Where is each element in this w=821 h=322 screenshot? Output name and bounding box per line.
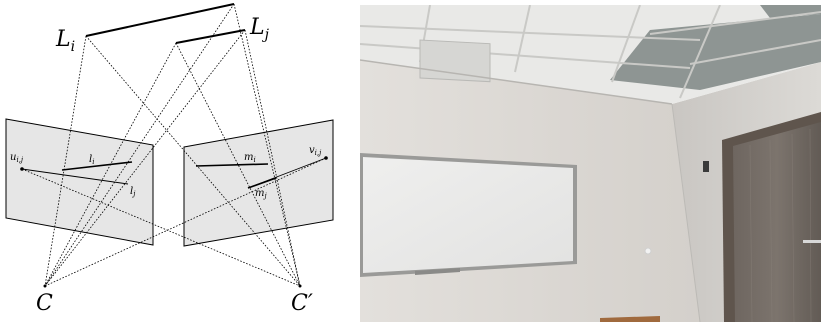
marker-tray [415,268,460,275]
ceiling-grid [360,5,821,99]
room-photo [360,5,821,322]
segment-m-j-short [247,177,277,189]
segment-m-i [195,163,269,167]
label-C: C [36,291,53,316]
label-u-ij: ui,j [10,152,24,164]
desk-edge [600,316,660,322]
label-L-j: Lj [249,15,270,43]
right-image-plane [183,119,334,247]
wall-corner [671,103,701,322]
left-image-plane [5,118,154,246]
label-l-i: li [89,154,94,166]
line-L-j [175,29,246,44]
whiteboard [363,157,573,273]
wall-dot [644,247,652,255]
camera-center-C-prime [298,284,302,288]
label-v-ij: vi,j [309,145,322,157]
point-v-ij [324,156,328,160]
label-L-i: Li [55,27,75,55]
segment-l-j [21,168,129,185]
wall-sensor [703,161,709,172]
label-m-j: mj [255,188,267,200]
line-L-i [85,3,235,37]
label-m-i: mi [244,152,256,164]
door [733,122,821,322]
door-grain [749,128,812,322]
ceiling-light [419,39,491,83]
ceiling-edge [360,59,673,105]
label-l-j: lj [130,186,136,198]
camera-center-C [43,284,47,288]
point-u-ij [20,167,24,171]
projection-rays [21,3,327,287]
epipolar-diagram: Li Lj C C′ ui,j li lj mi mj vi,j [5,3,334,316]
segment-l-i [61,161,133,171]
label-C-prime: C′ [291,291,313,316]
door-handle [803,240,821,243]
